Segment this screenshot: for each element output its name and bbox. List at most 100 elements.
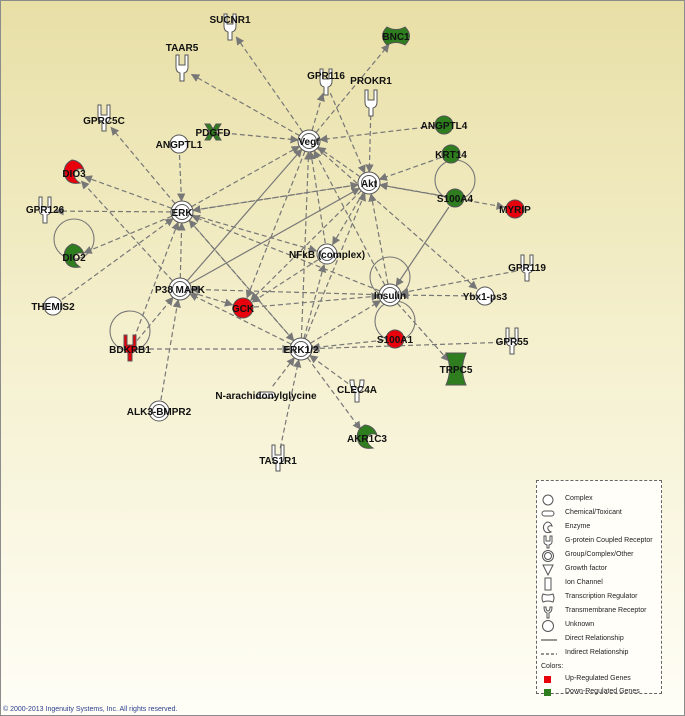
node-label: ANGPTL4 <box>421 121 468 132</box>
node-label: S100A1 <box>377 335 414 346</box>
complex-icon <box>541 493 559 507</box>
edge-erk-to-dio3 <box>83 175 172 209</box>
node-label: TAAR5 <box>166 43 199 54</box>
edge-erk-to-dio2 <box>83 215 173 254</box>
growth-factor-icon <box>204 123 222 141</box>
unknown-icon <box>475 286 495 306</box>
node-alk3[interactable]: ALK3-BMPR2 <box>127 400 192 422</box>
node-gck[interactable]: GCK <box>232 297 255 319</box>
node-label: GPR119 <box>508 263 546 274</box>
edge-erk12-to-akr1c3 <box>307 357 361 430</box>
edge-bdkrb1-to-p38mapk <box>136 296 174 341</box>
legend-item: Chemical/Toxicant <box>541 507 659 521</box>
edge-erk12-to-nfkb <box>303 263 327 339</box>
edge-ybx1-to-insulin <box>400 290 475 300</box>
group-icon <box>378 283 402 307</box>
transmembrane-receptor-icon <box>349 379 365 403</box>
node-myrip[interactable]: MYRIP <box>499 199 531 219</box>
edge-layer <box>55 36 517 449</box>
gpcr-icon <box>364 89 378 117</box>
edge-themis2-to-erk <box>61 217 174 301</box>
node-themis2[interactable]: THEMIS2 <box>31 296 75 316</box>
node-gpr55[interactable]: GPR55 <box>496 327 529 355</box>
node-gpr116[interactable]: GPR116 <box>307 68 345 96</box>
node-bdkrb1[interactable]: BDKRB1 <box>109 334 151 362</box>
gpcr-icon <box>123 334 137 362</box>
edge-akt-to-myrip <box>379 184 505 210</box>
gpcr-icon <box>319 68 333 96</box>
legend-item-label: Indirect Relationship <box>565 649 629 656</box>
ion-channel-icon <box>445 352 467 386</box>
node-taar5[interactable]: TAAR5 <box>166 43 199 82</box>
legend-item: Unknown <box>541 619 659 633</box>
legend-item-label: Transcription Regulator <box>565 593 638 600</box>
node-sucnr1[interactable]: SUCNR1 <box>209 13 251 41</box>
edge-vegf-to-gck <box>245 151 306 299</box>
legend-colors-heading: Colors: <box>541 663 564 670</box>
edge-akt-to-gck <box>250 190 362 301</box>
node-s100a1[interactable]: S100A1 <box>377 329 414 349</box>
edge-erk-to-erk12 <box>188 219 295 342</box>
transmembrane-receptor-icon <box>541 605 559 619</box>
node-dio2[interactable]: DIO2 <box>62 243 86 268</box>
group-icon <box>168 277 192 301</box>
edge-erk12-to-vegf <box>300 151 313 339</box>
edge-angptl4-to-vegf <box>319 125 434 143</box>
node-gpr119[interactable]: GPR119 <box>508 254 546 282</box>
node-nag[interactable]: N-arachidonylglycine <box>215 391 317 402</box>
node-angptl4[interactable]: ANGPTL4 <box>421 115 468 135</box>
node-akt[interactable]: Akt <box>357 171 381 195</box>
legend-item-label: Ion Channel <box>565 579 603 586</box>
node-clec4a[interactable]: CLEC4A <box>337 379 377 403</box>
gpcr-icon <box>175 54 189 82</box>
unknown-icon <box>505 199 525 219</box>
node-gpr126[interactable]: GPR126 <box>26 196 65 224</box>
edge-vegf-to-bnc1 <box>315 43 390 133</box>
node-label: Insulin <box>374 291 406 302</box>
node-label: TAS1R1 <box>259 456 297 467</box>
node-insulin[interactable]: Insulin <box>374 283 406 307</box>
edge-p38mapk-to-akt <box>189 187 361 285</box>
node-erk[interactable]: ERK <box>170 200 194 224</box>
node-vegf[interactable]: Vegf <box>297 129 321 153</box>
node-bnc1[interactable]: BNC1 <box>382 26 410 46</box>
legend-color-item: Up-Regulated Genes <box>541 673 659 687</box>
gpcr-icon <box>505 327 519 355</box>
node-s100a4[interactable]: S100A4 <box>437 188 474 208</box>
node-label: GPR116 <box>307 71 345 82</box>
node-p38mapk[interactable]: P38 MAPK <box>155 277 206 301</box>
node-angptl1[interactable]: ANGPTL1 <box>156 134 203 154</box>
node-label: GPR55 <box>496 337 529 348</box>
gpcr-icon <box>271 444 285 472</box>
node-label: NFkB (complex) <box>289 250 365 261</box>
edge-gpr119-to-insulin <box>399 270 517 296</box>
node-erk12[interactable]: ERK1/2 <box>283 337 319 361</box>
node-ybx1[interactable]: Ybx1-ps3 <box>463 286 508 306</box>
node-krt14[interactable]: KRT14 <box>435 144 467 164</box>
edge-akt-to-erk <box>192 184 359 214</box>
node-nfkb[interactable]: NFkB (complex) <box>289 243 365 265</box>
node-dio3[interactable]: DIO3 <box>62 159 86 184</box>
node-pdgfd[interactable]: PDGFD <box>196 123 231 141</box>
edge-nfkb-to-gck <box>251 259 319 303</box>
legend-item: G-protein Coupled Receptor <box>541 535 659 549</box>
node-tas1r1[interactable]: TAS1R1 <box>259 444 297 472</box>
node-trpc5[interactable]: TRPC5 <box>440 352 473 386</box>
edge-akt-to-vegf <box>317 146 361 178</box>
legend-item: Transmembrane Receptor <box>541 605 659 619</box>
node-label: P38 MAPK <box>155 285 206 296</box>
group-icon <box>541 549 559 563</box>
node-label: BNC1 <box>382 32 410 43</box>
copyright-text: © 2000-2013 Ingenuity Systems, Inc. All … <box>3 706 178 713</box>
unknown-icon <box>169 134 189 154</box>
legend-item-label: Transmembrane Receptor <box>565 607 647 614</box>
unknown-icon <box>445 188 465 208</box>
edge-vegf-to-ybx1 <box>316 147 478 290</box>
node-akr1c3[interactable]: AKR1C3 <box>347 424 387 449</box>
node-gprc5c[interactable]: GPRC5C <box>83 104 125 132</box>
node-prokr1[interactable]: PROKR1 <box>350 76 392 117</box>
gpcr-icon <box>38 196 52 224</box>
growth-factor-icon <box>541 563 559 577</box>
legend-color-item: Down-Regulated Genes <box>541 686 659 700</box>
